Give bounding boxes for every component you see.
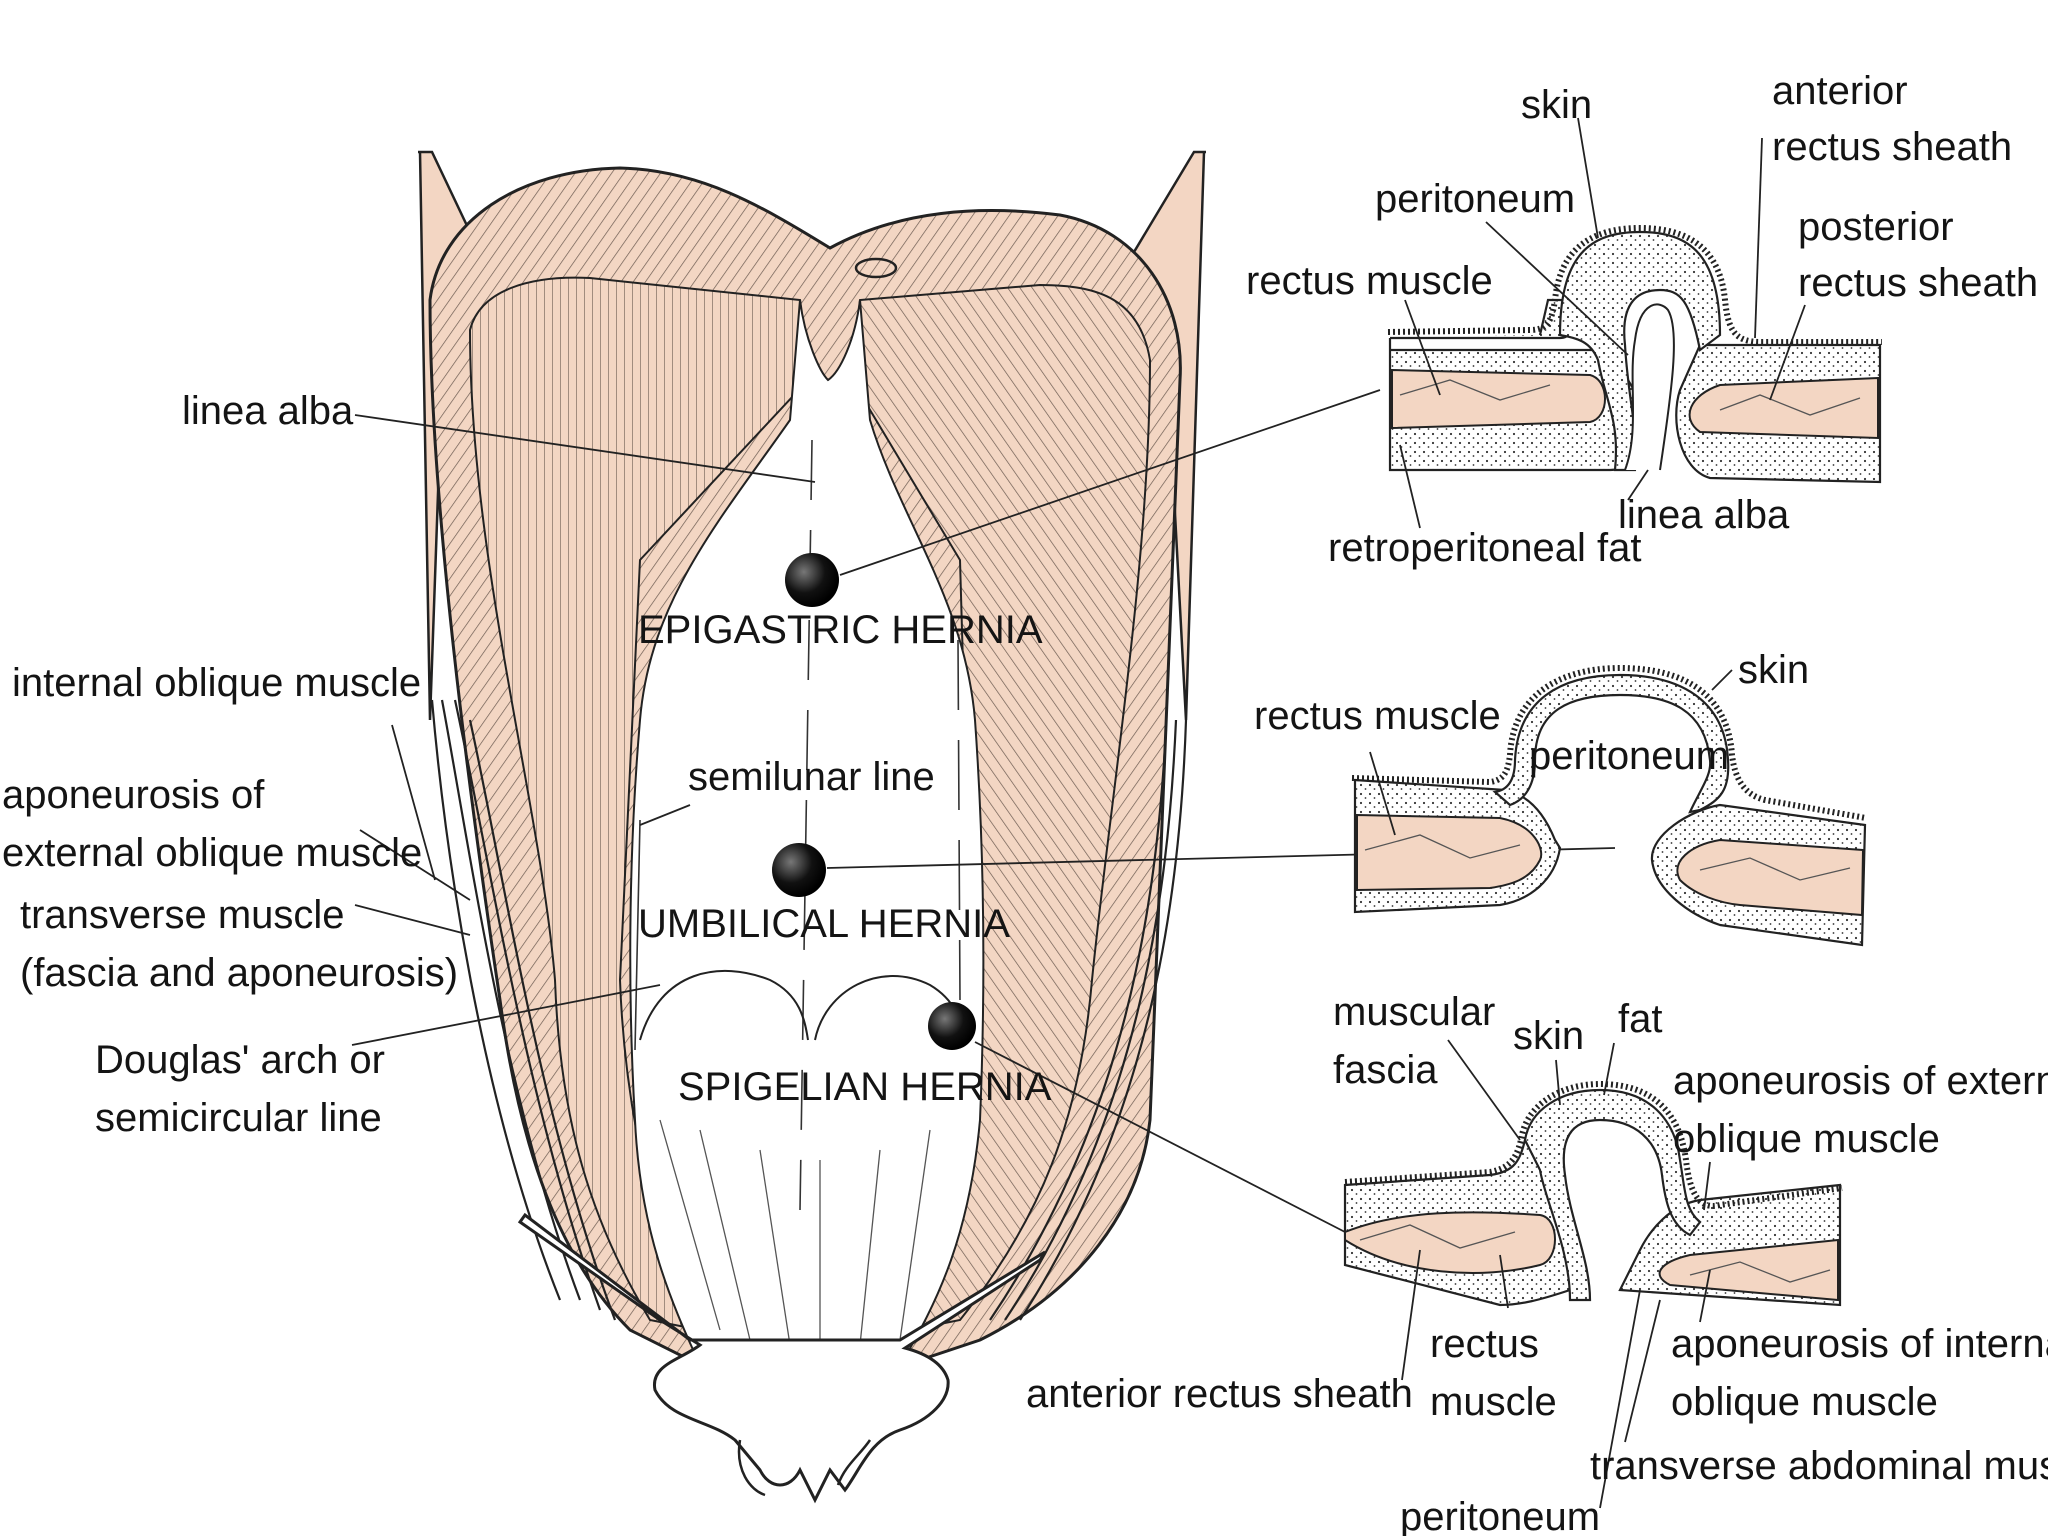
label-transverse-2: (fascia and aponeurosis) [20, 951, 458, 995]
spigelian-label-rectus-2: muscle [1430, 1380, 1557, 1424]
epigastric-label-anterior-2: rectus sheath [1772, 125, 2012, 169]
label-aponeurosis-external-1: aponeurosis of [2, 773, 265, 817]
epigastric-leaders [1399, 117, 1806, 529]
spigelian-label-anterior-sheath: anterior rectus sheath [1026, 1372, 1413, 1416]
spigelian-skin-ridge [1344, 1080, 1843, 1209]
spigelian-label-ap-external-1: aponeurosis of external [1673, 1059, 2048, 1103]
epigastric-hernia-ball [785, 553, 839, 607]
label-internal-oblique: internal oblique muscle [12, 661, 421, 705]
label-transverse-1: transverse muscle [20, 893, 345, 937]
spigelian-label-skin: skin [1513, 1014, 1584, 1058]
epigastric-right-muscle [1688, 376, 1879, 440]
label-umbilical-hernia: UMBILICAL HERNIA [638, 902, 1010, 946]
label-linea-alba: linea alba [182, 389, 354, 433]
spigelian-right-muscle [1658, 1238, 1839, 1302]
umbilical-skin-ridge [1351, 664, 1867, 821]
label-semilunar: semilunar line [688, 755, 935, 799]
umbilical-left-muscle [1356, 813, 1543, 892]
spigelian-label-muscular-1: muscular [1333, 990, 1495, 1034]
abdominal-wall-figure [351, 150, 1616, 1504]
spigelian-label-muscular-2: fascia [1333, 1048, 1438, 1092]
epigastric-peritoneum [1624, 303, 1675, 471]
spigelian-label-fat: fat [1618, 997, 1662, 1041]
umbilical-label-peritoneum: peritoneum [1529, 734, 1729, 778]
main-labels: linea alba internal oblique muscle apone… [2, 389, 1052, 1140]
spigelian-muscle-fibers [1359, 1224, 1831, 1283]
spigelian-hernia-sac [1523, 1088, 1702, 1302]
umbilical-leaders [1369, 669, 1733, 836]
lower-fan-lines [659, 1119, 931, 1350]
umbilical-label-skin: skin [1738, 648, 1809, 692]
spigelian-label-rectus-1: rectus [1430, 1322, 1539, 1366]
epigastric-label-anterior-1: anterior [1772, 69, 1908, 113]
pubic-symphysis [737, 1439, 872, 1497]
epigastric-skin-ridge [1387, 224, 1882, 345]
douglas-arch-left [639, 969, 809, 1041]
spigelian-leaders [1401, 1039, 1711, 1509]
spigelian-label-ap-internal-2: oblique muscle [1671, 1380, 1938, 1424]
label-douglas-1: Douglas' arch or [95, 1038, 385, 1082]
left-rectus-muscle [468, 276, 810, 1332]
umbilical-right-muscle [1676, 838, 1865, 917]
spigelian-label-peritoneum: peritoneum [1400, 1495, 1600, 1536]
left-oblique-layers [430, 699, 617, 1321]
epigastric-label-peritoneum: peritoneum [1375, 177, 1575, 221]
label-aponeurosis-external-2: external oblique muscle [2, 831, 422, 875]
umbilical-hernia-ball [772, 843, 826, 897]
epigastric-label-skin: skin [1521, 83, 1592, 127]
inset-umbilical: skin rectus muscle peritoneum [1254, 648, 1867, 947]
epigastric-label-linea-alba: linea alba [1618, 493, 1790, 537]
pelvic-base [517, 1212, 1047, 1504]
epigastric-muscle-fibers [1399, 379, 1861, 416]
semilunar-line-left [634, 819, 641, 1051]
right-rectus-muscle [850, 283, 1152, 1332]
right-oblique-layers [989, 719, 1188, 1321]
epigastric-label-retroperitoneal: retroperitoneal fat [1328, 526, 1642, 570]
spigelian-hernia-ball [928, 1002, 976, 1050]
inset-spigelian: muscular fascia skin fat aponeurosis of … [1026, 990, 2048, 1536]
epigastric-label-rectus: rectus muscle [1246, 259, 1493, 303]
spigelian-label-ap-external-2: oblique muscle [1673, 1117, 1940, 1161]
xiphoid-notch [854, 257, 898, 279]
inset-epigastric: skin anterior rectus sheath peritoneum p… [1246, 69, 2038, 570]
label-spigelian-hernia: SPIGELIAN HERNIA [678, 1065, 1052, 1109]
semilunar-line-right [957, 639, 961, 1001]
epigastric-label-posterior-1: posterior [1798, 205, 1954, 249]
spigelian-label-ap-internal-1: aponeurosis of internal [1671, 1322, 2048, 1366]
umbilical-muscle-fibers [1364, 834, 1851, 881]
spigelian-label-transverse: transverse abdominal muscle [1590, 1444, 2048, 1488]
epigastric-hernia-sac [1558, 230, 1722, 472]
label-douglas-2: semicircular line [95, 1096, 382, 1140]
epigastric-label-posterior-2: rectus sheath [1798, 261, 2038, 305]
umbilical-hernia-sac [1492, 673, 1730, 814]
label-epigastric-hernia: EPIGASTRIC HERNIA [638, 608, 1043, 652]
umbilical-label-rectus: rectus muscle [1254, 694, 1501, 738]
linea-alba-region [629, 299, 985, 1366]
